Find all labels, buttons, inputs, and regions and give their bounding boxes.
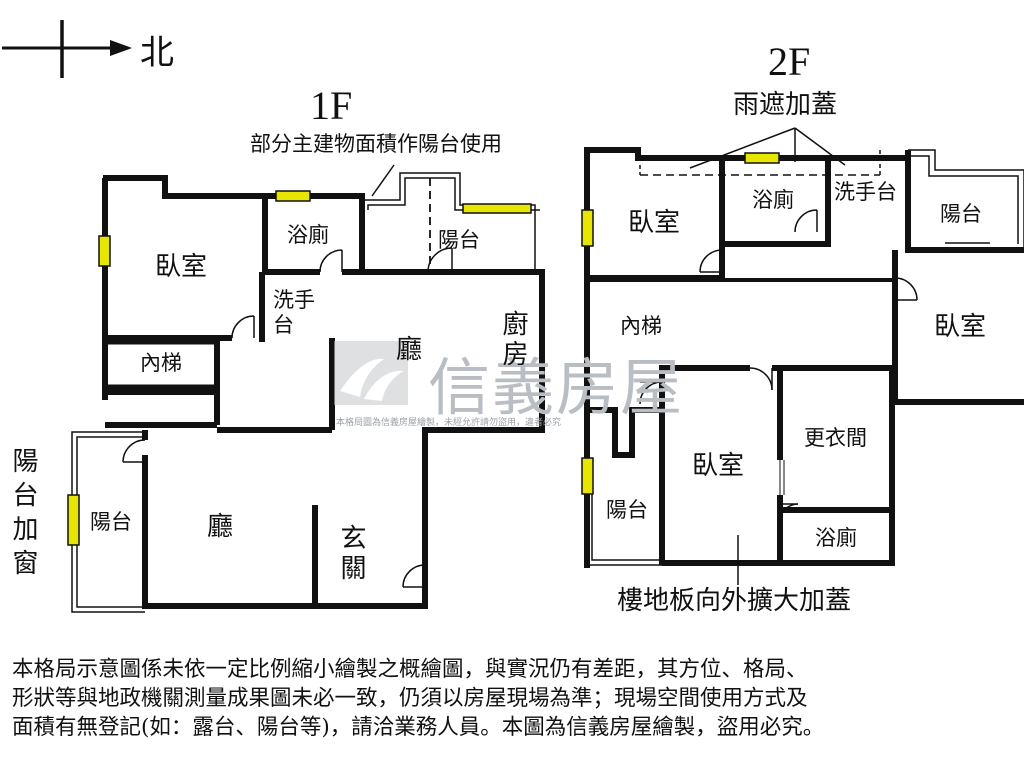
watermark-brand: 信義房屋 (428, 351, 685, 424)
floor1-balcony-left-label: 陽台 (90, 510, 132, 534)
floor1-balcony-top-label: 陽台 (438, 228, 480, 252)
floor1-living-lower-label: 廳 (207, 512, 234, 542)
floor1-bathroom-label: 浴廁 (287, 223, 329, 247)
disclaimer-line-3: 面積有無登記(如：露台、陽台等)，請洽業務人員。本圖為信義房屋繪製，盜用必究。 (12, 715, 825, 740)
floor1-doors (122, 247, 453, 588)
floor2-balcony-sw-label: 陽台 (606, 498, 648, 522)
floor2-bathroom-s-label: 浴廁 (815, 526, 857, 550)
floor1-walls (102, 175, 545, 609)
floor1-living-upper-label: 廳 (396, 335, 423, 365)
floor2-bathroom-n-label: 浴廁 (752, 188, 794, 212)
disclaimer-text: 本格局示意圖係未依一定比例縮小繪製之概繪圖，與實況仍有差距，其方位、格局、 形狀… (12, 655, 1012, 742)
compass-north-label: 北 (140, 33, 174, 73)
floor1-title: 1F (310, 83, 353, 128)
floor1-side-label: 陽台加窗 (8, 447, 38, 583)
floor1-kitchen-label: 廚房 (498, 310, 528, 370)
floor2-title: 2F (768, 39, 811, 84)
disclaimer-line-2: 形狀等與地政機關測量成果圖未必一致，仍須以房屋現場為準；現場空間使用方式及 (12, 686, 808, 711)
floor2-floor-note: 樓地板向外擴大加蓋 (617, 586, 852, 616)
floor1-stairs-label: 內梯 (140, 351, 182, 375)
floor1-washbasin-label: 洗手台 (273, 288, 315, 337)
disclaimer-line-1: 本格局示意圖係未依一定比例縮小繪製之概繪圖，與實況仍有差距，其方位、格局、 (12, 657, 808, 682)
floor2-doors (639, 209, 918, 523)
floor2-washbasin-label: 洗手台 (834, 180, 897, 204)
watermark-notice: 本格局圖為信義房屋繪製，未經允許請勿盜用，違者必究 (336, 418, 562, 428)
floor1-note: 部分主建物面積作陽台使用 (250, 132, 502, 156)
floor1-entrance-label: 玄關 (336, 524, 366, 584)
floor2-windows (581, 152, 780, 495)
floor2-balcony-ne-label: 陽台 (940, 202, 982, 226)
floor2-closet-label: 更衣間 (804, 426, 867, 450)
floor1-windows (67, 190, 532, 546)
floor-plan-drawing (2, 20, 1024, 613)
floor2-bedroom-c-label: 臥室 (692, 451, 745, 481)
floor2-canopy-note: 雨遮加蓋 (733, 90, 838, 120)
compass-arrow (2, 20, 132, 78)
floor2-bedroom-nw-label: 臥室 (628, 208, 681, 238)
floor2-stairs-label: 內梯 (620, 314, 662, 338)
floor2-bedroom-e-label: 臥室 (934, 312, 987, 342)
floor1-bedroom-label: 臥室 (155, 252, 208, 282)
brand-logo (334, 341, 408, 405)
floor2-thin-walls (587, 127, 1024, 585)
